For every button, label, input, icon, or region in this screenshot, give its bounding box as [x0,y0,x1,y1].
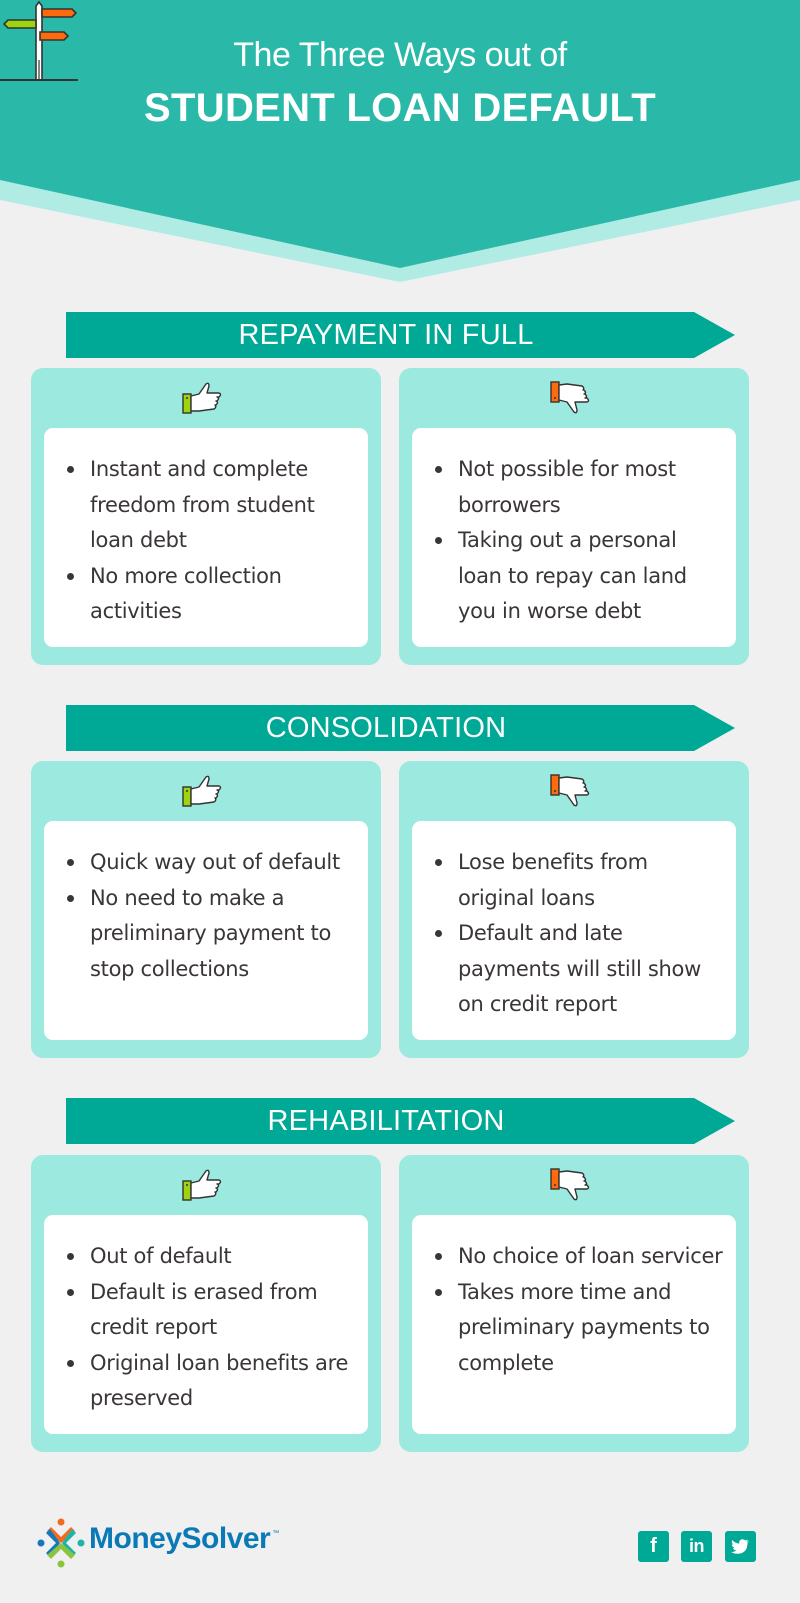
pros-list: Out of default Default is erased from cr… [67,1239,358,1417]
title-line-1: The Three Ways out of [233,36,567,74]
pros-card-consolidation: Quick way out of default No need to make… [31,761,381,1058]
section-banner-repayment: REPAYMENT IN FULL [66,312,736,358]
pros-item: No more collection activities [67,559,358,630]
cons-card-rehabilitation: No choice of loan servicer Takes more ti… [399,1155,749,1452]
signpost-icon [0,0,78,81]
twitter-button[interactable] [725,1531,756,1562]
pros-item: Original loan benefits are preserved [67,1346,358,1417]
section-banner-consolidation: CONSOLIDATION [66,705,736,751]
pros-item: Out of default [67,1239,358,1275]
pros-item: Default is erased from credit report [67,1275,358,1346]
cons-list: Not possible for most borrowers Taking o… [435,452,726,630]
pros-list: Instant and complete freedom from studen… [67,452,358,630]
hero-header: The Three Ways out of STUDENT LOAN DEFAU… [0,0,800,290]
cons-card-consolidation: Lose benefits from original loans Defaul… [399,761,749,1058]
cons-item: Lose benefits from original loans [435,845,726,916]
cons-item: Not possible for most borrowers [435,452,726,523]
linkedin-button[interactable]: in [681,1531,712,1562]
cons-box: No choice of loan servicer Takes more ti… [412,1215,736,1434]
cons-list: Lose benefits from original loans Defaul… [435,845,726,1023]
facebook-button[interactable]: f [638,1531,669,1562]
cons-item: Taking out a personal loan to repay can … [435,523,726,630]
section-title: CONSOLIDATION [265,712,507,744]
pros-box: Out of default Default is erased from cr… [44,1215,368,1434]
facebook-icon: f [650,1535,657,1557]
twitter-icon [731,1539,749,1554]
thumbs-down-icon [550,1168,590,1201]
pros-box: Instant and complete freedom from studen… [44,428,368,647]
pros-card-repayment: Instant and complete freedom from studen… [31,368,381,665]
cons-box: Lose benefits from original loans Defaul… [412,821,736,1040]
pros-card-rehabilitation: Out of default Default is erased from cr… [31,1155,381,1452]
trademark: ™ [272,1530,279,1537]
thumbs-down-icon [550,381,590,414]
pros-item: No need to make a preliminary payment to… [67,881,358,988]
section-banner-rehabilitation: REHABILITATION [66,1098,736,1144]
section-title: REHABILITATION [267,1105,505,1137]
pros-list: Quick way out of default No need to make… [67,845,358,988]
cons-item: Default and late payments will still sho… [435,916,726,1023]
cons-card-repayment: Not possible for most borrowers Taking o… [399,368,749,665]
cons-box: Not possible for most borrowers Taking o… [412,428,736,647]
thumbs-down-icon [550,774,590,807]
thumbs-up-icon [182,382,222,414]
thumbs-up-icon [182,1169,222,1201]
pros-box: Quick way out of default No need to make… [44,821,368,1040]
logo-mark-icon [37,1518,85,1568]
pros-item: Instant and complete freedom from studen… [67,452,358,559]
thumbs-up-icon [182,775,222,807]
section-title: REPAYMENT IN FULL [238,319,534,351]
pros-item: Quick way out of default [67,845,358,881]
hero-background [0,0,800,282]
cons-item: No choice of loan servicer [435,1239,726,1275]
cons-list: No choice of loan servicer Takes more ti… [435,1239,726,1382]
cons-item: Takes more time and preliminary payments… [435,1275,726,1382]
title-line-2: STUDENT LOAN DEFAULT [144,86,656,130]
linkedin-icon: in [689,1536,705,1556]
